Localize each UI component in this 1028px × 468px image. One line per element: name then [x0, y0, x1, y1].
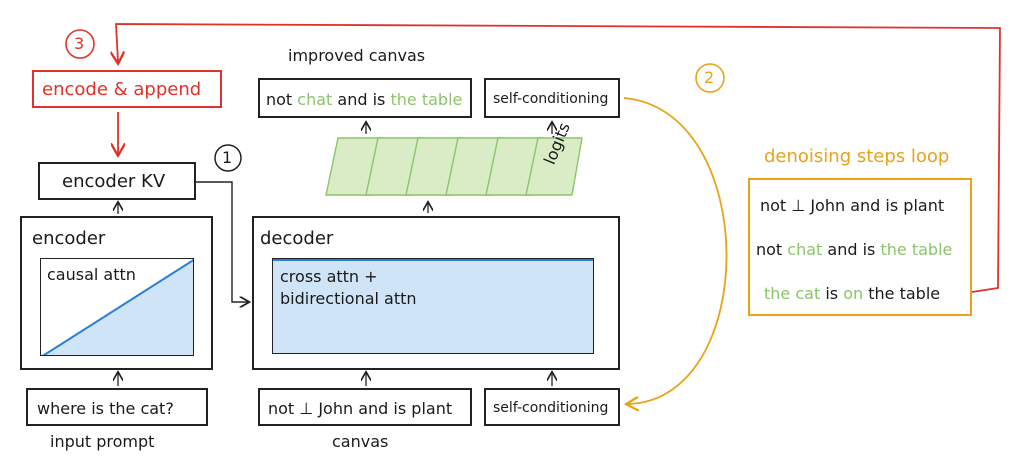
token: on [843, 284, 864, 303]
decoder-title: decoder [260, 228, 334, 249]
causal-attn-panel: causal attn [40, 258, 194, 356]
self-conditioning-input-box: self-conditioning [484, 388, 620, 426]
canvas-tokens: not ⊥ John and is plant [268, 399, 452, 418]
token: the [868, 284, 895, 303]
improved-canvas-tokens: not chat and is the table [266, 90, 462, 109]
token: not [756, 240, 783, 259]
decoder-attn-line1: cross attn + [280, 267, 378, 286]
step-3-circle [65, 29, 95, 59]
token: is [825, 284, 839, 303]
encoder-kv-to-decoder-arrow [196, 181, 248, 302]
encoder-kv-label: encoder KV [62, 171, 166, 192]
logits-bars [325, 137, 583, 196]
input-prompt-box: where is the cat? [26, 388, 208, 426]
causal-mask [42, 259, 193, 355]
token: and [827, 240, 858, 259]
step-2-number: 2 [704, 68, 715, 87]
decoder-attn-line2: bidirectional attn [280, 289, 417, 308]
encoder-kv-box: encoder KV [38, 162, 196, 200]
token: the [764, 284, 791, 303]
token: the [390, 90, 417, 109]
step-1-circle [214, 144, 242, 172]
token: table [421, 90, 463, 109]
token: chat [297, 90, 333, 109]
token: and [337, 90, 368, 109]
decoder-attn-panel: cross attn + bidirectional attn [272, 258, 594, 354]
canvas-box: not ⊥ John and is plant [258, 388, 472, 426]
self-conditioning-output-box: self-conditioning [484, 78, 620, 118]
token: table [899, 284, 941, 303]
encoder-box: encoder causal attn [20, 216, 213, 370]
token: chat [787, 240, 823, 259]
step-3-number: 3 [74, 34, 85, 53]
token: John [318, 399, 354, 418]
decoder-box: decoder cross attn + bidirectional attn [252, 216, 620, 370]
canvas-label: canvas [332, 432, 389, 451]
token: plant [411, 399, 453, 418]
improved-canvas-box: not chat and is the table [258, 78, 472, 118]
loop-line-2: not chat and is the table [756, 240, 952, 259]
encode-append-label: encode & append [42, 79, 202, 100]
token: the [880, 240, 907, 259]
step-1-number: 1 [222, 148, 233, 167]
self-conditioning-output-label: self-conditioning [493, 91, 609, 107]
token: is [393, 399, 407, 418]
token: ⊥ [299, 399, 314, 418]
token: cat [795, 284, 821, 303]
encode-append-box: encode & append [32, 70, 222, 108]
token: table [911, 240, 953, 259]
encoder-title: encoder [32, 228, 106, 249]
token: not [268, 399, 295, 418]
token: is [862, 240, 876, 259]
logit-bar [525, 137, 583, 196]
decoder-attn-topline [273, 259, 593, 261]
token: is [372, 90, 386, 109]
token: and [850, 196, 881, 215]
input-prompt-label: input prompt [50, 432, 155, 451]
feedback-loop-arrow [116, 23, 1001, 293]
denoising-loop-box: not ⊥ John and is plant not chat and is … [748, 178, 972, 316]
causal-attn-label: causal attn [47, 265, 136, 284]
self-conditioning-input-label: self-conditioning [493, 400, 609, 416]
step-2-circle [695, 63, 725, 93]
token: John [810, 196, 846, 215]
loop-line-3: the cat is on the table [764, 284, 940, 303]
token: ⊥ [791, 196, 806, 215]
input-prompt-text: where is the cat? [37, 399, 174, 418]
improved-canvas-label: improved canvas [288, 46, 426, 65]
self-conditioning-feedback-arc [623, 97, 728, 404]
token: and [358, 399, 389, 418]
denoising-loop-title: denoising steps loop [764, 146, 950, 167]
token: not [760, 196, 787, 215]
token: is [885, 196, 899, 215]
loop-line-1: not ⊥ John and is plant [760, 196, 944, 215]
token: plant [903, 196, 945, 215]
token: not [266, 90, 293, 109]
